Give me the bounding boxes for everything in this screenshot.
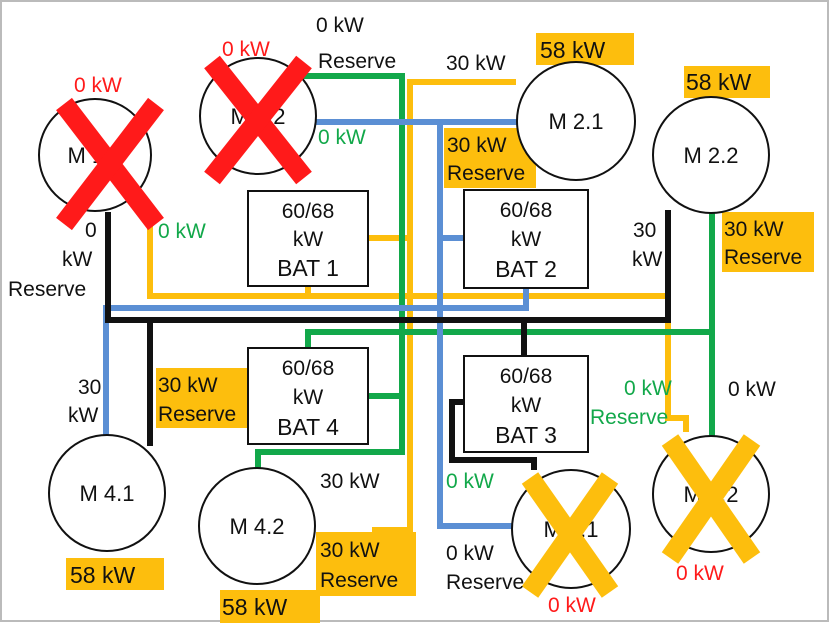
failure-marks-yellow bbox=[521, 434, 761, 598]
annotation-labels: 0 kW 0 kW Reserve 0 kW 0 kW 0 kW Reserve… bbox=[8, 14, 802, 620]
label-m12-reserve-word: Reserve bbox=[318, 50, 396, 73]
node-m21-label: M 2.1 bbox=[548, 109, 603, 134]
line-orange-m11-bat1 bbox=[147, 225, 668, 299]
line-green-bat4-m42 bbox=[255, 396, 405, 468]
label-m32-green-value: 0 kW bbox=[624, 377, 672, 400]
battery-boxes bbox=[247, 189, 589, 453]
line-black-bat3-m31 bbox=[449, 399, 537, 470]
bat4-name: BAT 4 bbox=[277, 414, 339, 440]
label-m21-reserve-word: Reserve bbox=[447, 162, 525, 185]
x-mark-m31 bbox=[521, 472, 619, 598]
bat2-capacity: 60/68 bbox=[500, 199, 553, 222]
label-m11-black-unit: kW bbox=[62, 248, 93, 271]
label-m41-power: 58 kW bbox=[70, 562, 135, 588]
label-m31-power: 0 kW bbox=[548, 594, 596, 617]
battery-bat4[interactable] bbox=[247, 347, 369, 445]
highlight-boxes bbox=[66, 33, 814, 623]
failure-marks-red bbox=[56, 55, 312, 231]
node-m42[interactable] bbox=[198, 467, 316, 585]
highlight-m41-power bbox=[66, 558, 164, 590]
x-mark-m32 bbox=[661, 434, 761, 564]
label-m41-blue-value: 30 bbox=[78, 376, 101, 399]
highlight-m42-reserve bbox=[316, 532, 416, 596]
node-m22[interactable] bbox=[652, 96, 770, 214]
bat2-name: BAT 2 bbox=[495, 256, 557, 282]
label-m12-reserve-value: 0 kW bbox=[316, 14, 364, 37]
battery-bat2[interactable] bbox=[463, 189, 589, 289]
label-m21-power: 58 kW bbox=[540, 37, 605, 63]
bat3-unit: kW bbox=[511, 394, 542, 417]
bat4-capacity: 60/68 bbox=[282, 357, 335, 380]
node-m41[interactable] bbox=[48, 434, 166, 552]
line-black-m11-m22 bbox=[105, 210, 671, 323]
label-m42-green-in: 30 kW bbox=[320, 470, 380, 493]
label-m32-power: 0 kW bbox=[676, 562, 724, 585]
line-blue-m41-bat2 bbox=[103, 288, 529, 440]
line-blue-m21-m31 bbox=[437, 122, 512, 529]
label-m41-reserve-value: 30 kW bbox=[158, 374, 218, 397]
line-green-bat4-m22 bbox=[305, 329, 712, 348]
bat1-name: BAT 1 bbox=[277, 255, 339, 281]
label-m42-reserve-word: Reserve bbox=[320, 569, 398, 592]
label-m22-power: 58 kW bbox=[686, 69, 751, 95]
label-m11-orange-out: 0 kW bbox=[158, 220, 206, 243]
highlight-m22-reserve bbox=[722, 212, 814, 272]
node-m41-label: M 4.1 bbox=[79, 481, 134, 506]
bat1-unit: kW bbox=[293, 228, 324, 251]
label-m22-reserve-value: 30 kW bbox=[724, 218, 784, 241]
label-m11-black-reserve: Reserve bbox=[8, 278, 86, 301]
label-m32-green-word: Reserve bbox=[590, 406, 668, 429]
label-m22-black-value: 30 bbox=[633, 219, 656, 242]
highlight-m22-power bbox=[684, 66, 770, 98]
label-m22-black-unit: kW bbox=[632, 248, 663, 271]
bat1-capacity: 60/68 bbox=[282, 200, 335, 223]
label-m42-power: 58 kW bbox=[222, 594, 287, 620]
label-m41-blue-unit: kW bbox=[68, 404, 99, 427]
node-m21[interactable] bbox=[516, 61, 636, 181]
node-m42-label: M 4.2 bbox=[229, 514, 284, 539]
bat3-capacity: 60/68 bbox=[500, 365, 553, 388]
highlight-m41-reserve bbox=[156, 368, 250, 428]
label-m41-reserve-word: Reserve bbox=[158, 403, 236, 426]
label-m31-reserve-value: 0 kW bbox=[446, 542, 494, 565]
label-m21-reserve-value: 30 kW bbox=[447, 134, 507, 157]
line-green-m12-bat4 bbox=[302, 73, 405, 399]
node-m22-label: M 2.2 bbox=[683, 143, 738, 168]
bat3-name: BAT 3 bbox=[495, 422, 557, 448]
label-m22-reserve-word: Reserve bbox=[724, 246, 802, 269]
connection-lines bbox=[103, 73, 715, 533]
label-m11-power: 0 kW bbox=[74, 74, 122, 97]
line-orange-m21-m42 bbox=[372, 82, 413, 533]
highlight-m21-power bbox=[536, 33, 634, 65]
label-m12-green-out: 0 kW bbox=[318, 126, 366, 149]
bat4-unit: kW bbox=[293, 386, 324, 409]
label-m11-black-value: 0 bbox=[85, 219, 97, 242]
highlight-m42-power bbox=[220, 590, 320, 623]
bat2-unit: kW bbox=[511, 228, 542, 251]
battery-bat1[interactable] bbox=[247, 190, 369, 287]
label-m32-black-in: 0 kW bbox=[728, 378, 776, 401]
label-m31-reserve-word: Reserve bbox=[446, 571, 524, 594]
x-mark-m11 bbox=[56, 97, 164, 231]
battery-bat3[interactable] bbox=[463, 355, 589, 453]
label-m42-reserve-value: 30 kW bbox=[320, 539, 380, 562]
label-m12-power: 0 kW bbox=[222, 38, 270, 61]
label-m21-orange-in: 30 kW bbox=[446, 52, 506, 75]
label-m31-blue-in: 0 kW bbox=[446, 470, 494, 493]
battery-labels: 60/68 kW BAT 1 60/68 kW BAT 2 60/68 kW B… bbox=[277, 199, 557, 448]
x-mark-m12 bbox=[204, 55, 312, 185]
